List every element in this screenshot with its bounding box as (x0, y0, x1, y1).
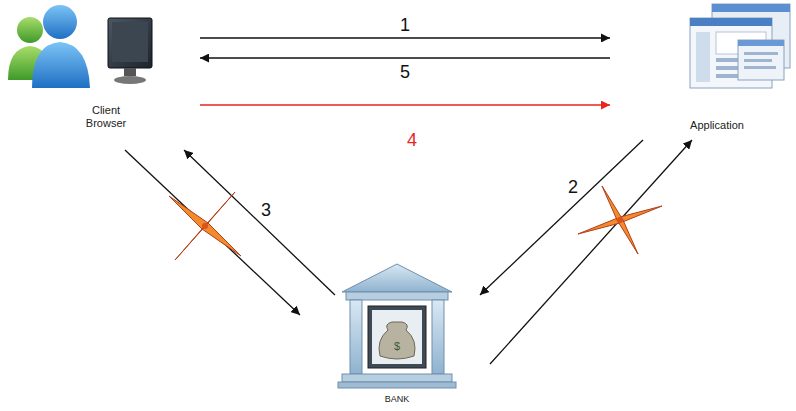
step-number: 2 (566, 177, 580, 197)
step-number: 3 (259, 200, 273, 220)
bank-node: BANK (300, 295, 490, 408)
step-number: 5 (398, 62, 412, 82)
blocked-cross (169, 192, 241, 260)
blocked-cross (578, 186, 662, 254)
svg-text:$: $ (394, 340, 400, 352)
node-label: Application (672, 119, 762, 132)
node-label: BANK (370, 394, 424, 405)
monitor-icon (108, 18, 152, 84)
connector-arrow (125, 150, 300, 315)
connector-arrow (480, 140, 643, 295)
application-node: Application (610, 0, 792, 140)
bank-icon: $ (338, 264, 456, 388)
application-icon (690, 4, 790, 88)
client-node: Client Browser (10, 0, 200, 150)
connector-arrow (200, 37, 610, 38)
connector-arrow (200, 57, 610, 58)
connector-arrow (200, 104, 610, 105)
step-number: 4 (405, 130, 419, 150)
step-number: 1 (398, 15, 412, 35)
node-label: Client Browser (78, 104, 134, 130)
connector-arrow (490, 140, 692, 364)
users-icon (8, 5, 90, 88)
